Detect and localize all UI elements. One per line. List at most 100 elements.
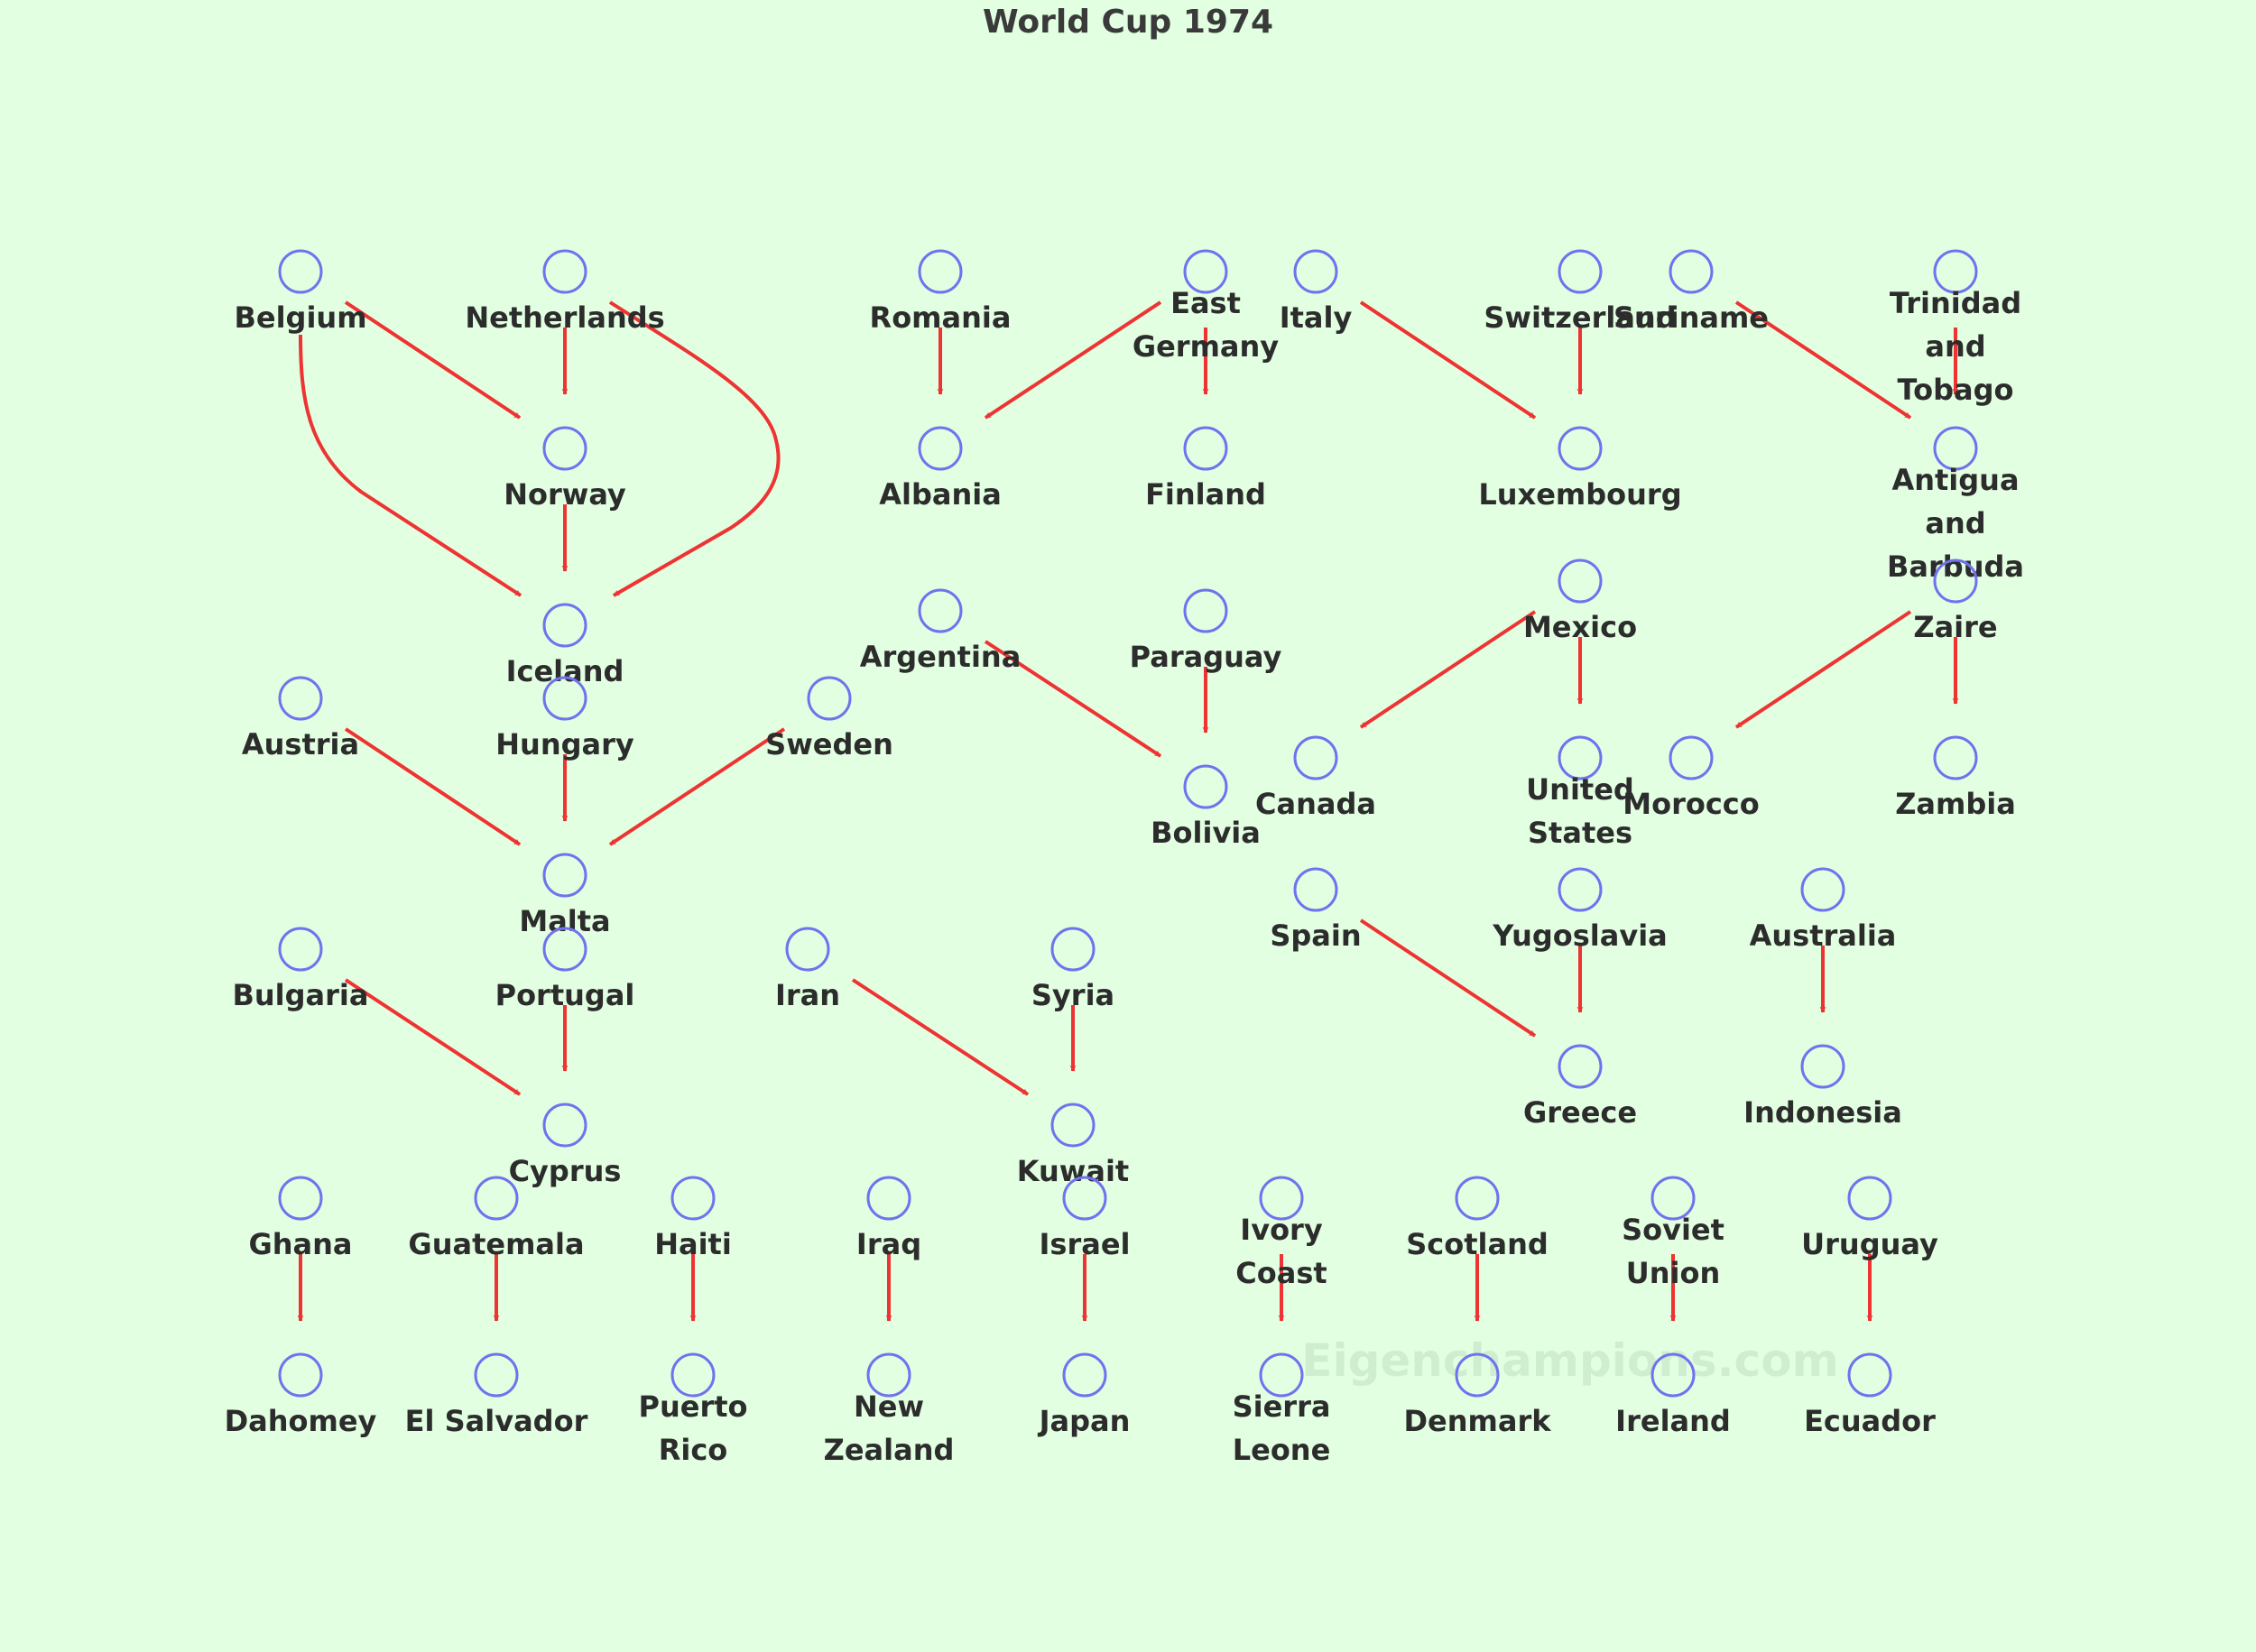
node-el-salvador: El Salvador [405, 1352, 588, 1438]
node-circle [1558, 249, 1603, 294]
node-label: Paraguay [1130, 640, 1282, 674]
node-argentina: Argentina [860, 588, 1022, 674]
node-label: Malta [519, 904, 610, 938]
node-circle [918, 249, 963, 294]
node-circle [866, 1176, 911, 1221]
node-iraq: Iraq [856, 1176, 921, 1261]
node-netherlands: Netherlands [465, 249, 665, 335]
node-label: Dahomey [225, 1404, 377, 1438]
node-label: Finland [1145, 477, 1266, 512]
node-israel: Israel [1040, 1176, 1131, 1261]
node-dahomey: Dahomey [225, 1352, 377, 1438]
node-circle [670, 1176, 716, 1221]
node-circle [1183, 249, 1228, 294]
node-mexico: Mexico [1523, 558, 1637, 644]
node-label: Iraq [856, 1227, 921, 1261]
node-label: Argentina [860, 640, 1022, 674]
node-circle [1800, 1044, 1845, 1089]
edge-east-germany-to-albania [984, 300, 1162, 420]
edge-mexico-to-canada [1359, 610, 1537, 729]
node-label: Indonesia [1743, 1095, 1902, 1130]
edge-belgium-to-norway [344, 300, 522, 420]
node-circle [670, 1352, 716, 1398]
node-albania: Albania [879, 426, 1002, 512]
node-circle [918, 426, 963, 471]
node-circle [1183, 588, 1228, 633]
node-circle [1558, 867, 1603, 912]
node-label: Switzerland [1484, 300, 1676, 335]
node-circle [474, 1352, 519, 1398]
edge-netherlands-to-iceland [608, 300, 781, 597]
node-zaire: Zaire [1913, 558, 1998, 644]
node-label: Guatemala [408, 1227, 584, 1261]
node-label: Ireland [1615, 1404, 1731, 1438]
node-label: Mexico [1523, 610, 1637, 644]
node-label: Netherlands [465, 300, 664, 335]
node-canada: Canada [1255, 735, 1376, 821]
node-circle [542, 426, 587, 471]
node-label: Scotland [1406, 1227, 1549, 1261]
edge-belgium-to-iceland [299, 334, 522, 597]
node-switzerland: Switzerland [1484, 249, 1677, 335]
node-japan: Japan [1038, 1352, 1130, 1438]
node-circle [807, 676, 852, 721]
node-circle [542, 927, 587, 972]
node-circle [278, 676, 323, 721]
node-circle [1933, 249, 1978, 294]
edge-sweden-to-malta [608, 727, 786, 846]
node-ecuador: Ecuador [1804, 1352, 1936, 1438]
node-label: Australia [1750, 918, 1897, 953]
node-circle [1933, 735, 1978, 780]
node-circle [542, 853, 587, 898]
node-circle [1650, 1176, 1696, 1221]
edge-suriname-to-antigua-and-barbuda [1734, 300, 1912, 420]
node-label: Romania [870, 300, 1012, 335]
node-circle [278, 249, 323, 294]
node-label: El Salvador [405, 1404, 588, 1438]
node-bulgaria: Bulgaria [233, 927, 368, 1012]
node-norway: Norway [504, 426, 626, 512]
node-label: Syria [1031, 978, 1114, 1012]
node-label: Haiti [654, 1227, 732, 1261]
node-label: Yugoslavia [1492, 918, 1668, 953]
node-bolivia: Bolivia [1151, 764, 1261, 850]
node-label: Cyprus [509, 1154, 622, 1188]
node-circle [1669, 249, 1714, 294]
node-label: Luxembourg [1478, 477, 1681, 512]
node-circle [1847, 1176, 1892, 1221]
node-circle [918, 588, 963, 633]
node-label: Zambia [1895, 787, 2016, 821]
node-circle [1062, 1352, 1107, 1398]
node-sweden: Sweden [765, 676, 893, 761]
node-greece: Greece [1523, 1044, 1637, 1130]
node-indonesia: Indonesia [1743, 1044, 1902, 1130]
edge-iran-to-kuwait [851, 978, 1030, 1096]
node-circle [542, 676, 587, 721]
node-morocco: Morocco [1623, 735, 1760, 821]
node-circle [542, 603, 587, 648]
node-ghana: Ghana [248, 1176, 353, 1261]
node-circle [1933, 558, 1978, 604]
node-label: Norway [504, 477, 626, 512]
node-guatemala: Guatemala [408, 1176, 585, 1261]
node-portugal: Portugal [495, 927, 634, 1012]
node-circle [278, 1176, 323, 1221]
edge-spain-to-greece [1359, 918, 1537, 1038]
node-label: Israel [1040, 1227, 1131, 1261]
node-label: Ecuador [1804, 1404, 1936, 1438]
watermark: Eigenchampions.com [1301, 1334, 1838, 1387]
node-label: Denmark [1403, 1404, 1551, 1438]
